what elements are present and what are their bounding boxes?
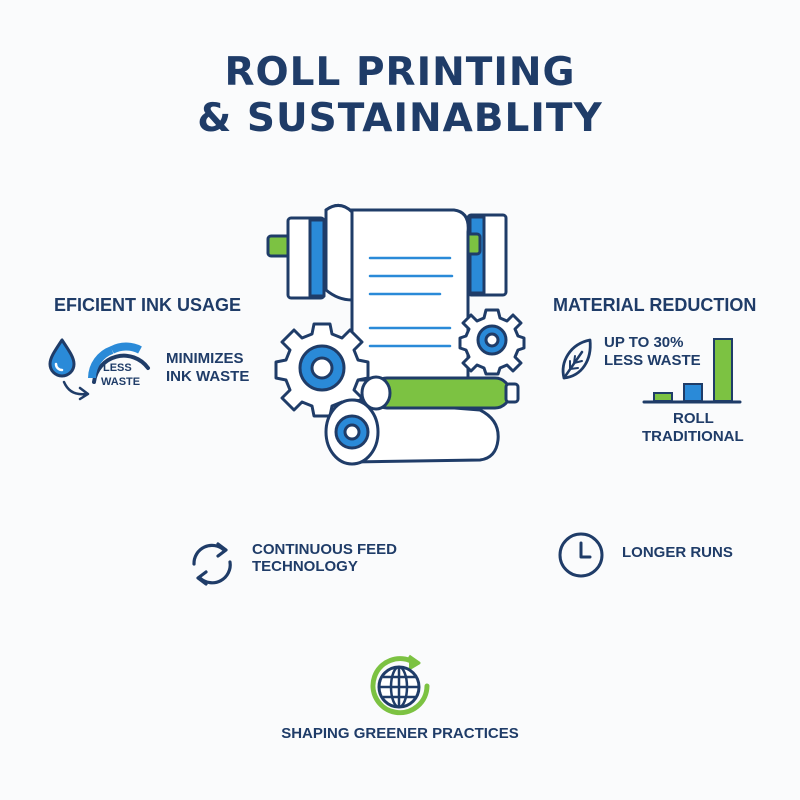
paper-roll <box>324 398 500 466</box>
feed-line-2: TECHNOLOGY <box>252 558 358 575</box>
gauge-icon <box>88 342 150 384</box>
paper-sheet <box>324 204 470 382</box>
material-desc-1: UP TO 30% <box>604 334 684 351</box>
gear-left <box>274 322 370 418</box>
ink-drop-icon <box>48 338 90 401</box>
gauge-label-2: WASTE <box>101 376 141 388</box>
page-title: ROLL PRINTING & SUSTAINABLITY <box>0 50 800 142</box>
globe-icon <box>370 654 430 716</box>
ink-usage-desc-2: INK WASTE <box>166 368 250 385</box>
footer-label: SHAPING GREENER PRACTICES <box>281 725 519 742</box>
waste-comparison-chart <box>642 338 742 404</box>
bar-small <box>653 392 673 402</box>
legend-roll: ROLL <box>673 410 714 427</box>
ink-usage-heading: EFICIENT INK USAGE <box>54 295 242 315</box>
runs-label: LONGER RUNS <box>622 544 733 561</box>
gear-right <box>458 308 526 376</box>
material-desc-2: LESS WASTE <box>604 352 701 369</box>
legend-traditional: TRADITIONAL <box>642 428 744 445</box>
paper-lines <box>368 256 454 348</box>
title-line-2: & SUSTAINABLITY <box>197 96 603 141</box>
clock-icon <box>558 532 604 578</box>
green-roller <box>360 375 520 411</box>
printer-left-frame <box>266 216 326 300</box>
ink-usage-desc-1: MINIMIZES <box>166 350 244 367</box>
leaf-icon <box>561 338 592 380</box>
feed-line-1: CONTINUOUS FEED <box>252 541 398 558</box>
recycle-arrows-icon <box>192 542 232 586</box>
gauge-label-1: LESS <box>103 362 132 374</box>
material-heading: MATERIAL REDUCTION <box>553 295 757 315</box>
printer-right-frame <box>456 213 508 297</box>
title-line-1: ROLL PRINTING <box>224 50 576 95</box>
bar-medium <box>683 383 703 402</box>
bar-large <box>713 338 733 402</box>
